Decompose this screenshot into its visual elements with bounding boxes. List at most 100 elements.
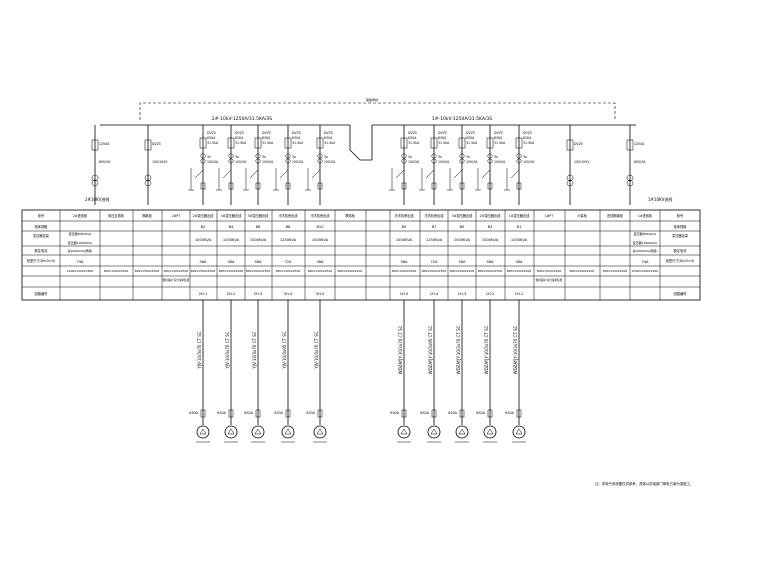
ground-lead (305, 168, 311, 191)
ct-label: 630A (494, 136, 503, 140)
arrester-symbol (401, 182, 407, 190)
ka-label: 31.5kA (438, 141, 450, 145)
pt-symbol (566, 174, 574, 182)
arrester-label: 3x (292, 155, 296, 159)
cabinet-current: 72A (430, 260, 438, 264)
ct-label: 630A (466, 136, 475, 140)
cabinet-size: 800x1500x2300 (537, 269, 562, 273)
ct-symbol (228, 158, 234, 164)
ka-label: 31.5kA (292, 141, 304, 145)
feeder-breaker: 630A (244, 411, 253, 415)
footnote: 注：本电气系统图仅供参考，具体以供电部门审批方案为准施工。 (595, 481, 693, 486)
tie-cabinet-name: 联络柜 (345, 213, 355, 218)
row-label-right: 变压器容量 (672, 233, 689, 238)
earth-switch (453, 169, 463, 179)
arrester-label: 3x (438, 155, 442, 159)
earth-switch (481, 169, 491, 179)
arrester-symbol (431, 182, 437, 190)
cabinet-name: 2#PT (172, 214, 181, 218)
feeder-breaker: 630A (189, 411, 198, 415)
arrester-label: 3x (494, 155, 498, 159)
cabinet-spec: B2 (201, 225, 206, 229)
cabinet-capacity-3: 总1000KVA(预留) (633, 248, 658, 253)
ct-ratio-label: 100/5A (438, 160, 450, 164)
cabinet-name: 3#变压器出线 (248, 213, 269, 218)
ct-symbol (255, 153, 261, 159)
earth-switch (222, 169, 232, 179)
cabinet-spec: B5 (460, 225, 465, 229)
ct-label: 630A (292, 136, 301, 140)
cabinet-capacity: 1000KVA (396, 238, 413, 242)
ct-symbol (516, 153, 522, 159)
arrester-label: 3x (324, 155, 328, 159)
cabinet-name: 冷冻机房出线 (424, 213, 444, 218)
ka-label: 31.5kA (262, 141, 274, 145)
feeder-breaker: 630A (505, 411, 514, 415)
breaker-symbol (255, 409, 261, 418)
incoming-ct-label: 800/5A (634, 160, 646, 164)
ground-lead (273, 168, 279, 191)
cabinet-spec: B7 (432, 225, 437, 229)
ct-symbol (459, 153, 465, 159)
cabinet-size: 800x1500x2300 (507, 269, 532, 273)
breaker-symbol (459, 409, 465, 418)
tie-label: 联络母线 (366, 97, 378, 102)
incoming-vcb-label: 1250A (634, 142, 645, 146)
cabinet-size: 800x1500x2300 (276, 269, 301, 273)
incoming-left-label: 2#10KV进线 (85, 196, 109, 202)
cabinet-spec: B1 (517, 225, 522, 229)
cabinet-circuit: 1H-1 (515, 292, 524, 296)
breaker-symbol (401, 409, 407, 418)
cabinet-name: 2#进线柜 (73, 213, 88, 218)
cable-spec: WDZAYJY-10/3x95 CT SC (428, 325, 433, 374)
cabinet-name: 计量柜 (577, 213, 587, 218)
transformer-symbol (512, 425, 526, 439)
vcb-label: DVZ5 (292, 131, 301, 135)
row-label-right: 额定电流 (674, 248, 688, 253)
incoming-vcb (91, 139, 99, 151)
ct-label: 630A (408, 136, 417, 140)
vcb-label: DVZ5 (408, 131, 417, 135)
cabinet-current: 58A (400, 260, 408, 264)
breaker-symbol (431, 409, 437, 418)
transformer-symbol (196, 425, 210, 439)
vcb-label: DVZ5 (466, 131, 475, 135)
cabinet-name: 冷冻机房出线 (394, 213, 414, 218)
cabinet-name: 电压互感柜 (108, 213, 125, 218)
cabinet-circuit: 1H-2 (486, 292, 495, 296)
cabinet-current: 58A (458, 260, 466, 264)
ct-symbol (285, 153, 291, 159)
ct-symbol (317, 158, 323, 164)
ka-label: 31.5kA (523, 141, 535, 145)
feeder-breaker: 630A (217, 411, 226, 415)
incoming-right-label: 1#10KV进线 (648, 196, 672, 202)
cabinet-size: 1000x1500x2300 (632, 269, 659, 273)
delta-symbol (254, 428, 262, 435)
ct-symbol (200, 153, 206, 159)
vcb-symbol (199, 137, 207, 149)
ct-symbol (317, 153, 323, 159)
pt-symbol (144, 174, 152, 182)
delta-symbol (430, 428, 438, 435)
vcb-symbol (515, 137, 523, 149)
transformer-symbol (281, 425, 295, 439)
ground-lead (389, 168, 395, 191)
ka-label: 31.5kA (207, 141, 219, 145)
switchgear-cubicles: DVZ5630A31.5kA3x100/5ADVZ5630A31.5kA3x10… (91, 125, 646, 205)
cable-spec: WDZAYJY-10/3x70 CT SC (456, 325, 461, 374)
ct-label: 630A (438, 136, 447, 140)
cabinet-size: 800x1500x2300 (422, 269, 447, 273)
ct-label: 630A (262, 136, 271, 140)
vcb-symbol (486, 137, 494, 149)
row-label-left: 回路编号 (35, 291, 48, 296)
tie-dashed-route (139, 102, 616, 120)
cabinet-capacity-2: 变压器10500KVA (68, 240, 93, 245)
breaker-symbol (317, 409, 323, 418)
cable-spec: WDZAYJY-10/3x70 CT SC (398, 325, 403, 374)
cabinet-size: 800x1500x2300 (219, 269, 244, 273)
arrester-label: 3x (408, 155, 412, 159)
cabinet-capacity: 1000KVA (195, 238, 212, 242)
arrester-symbol (317, 182, 323, 190)
vcb-symbol (284, 137, 292, 149)
